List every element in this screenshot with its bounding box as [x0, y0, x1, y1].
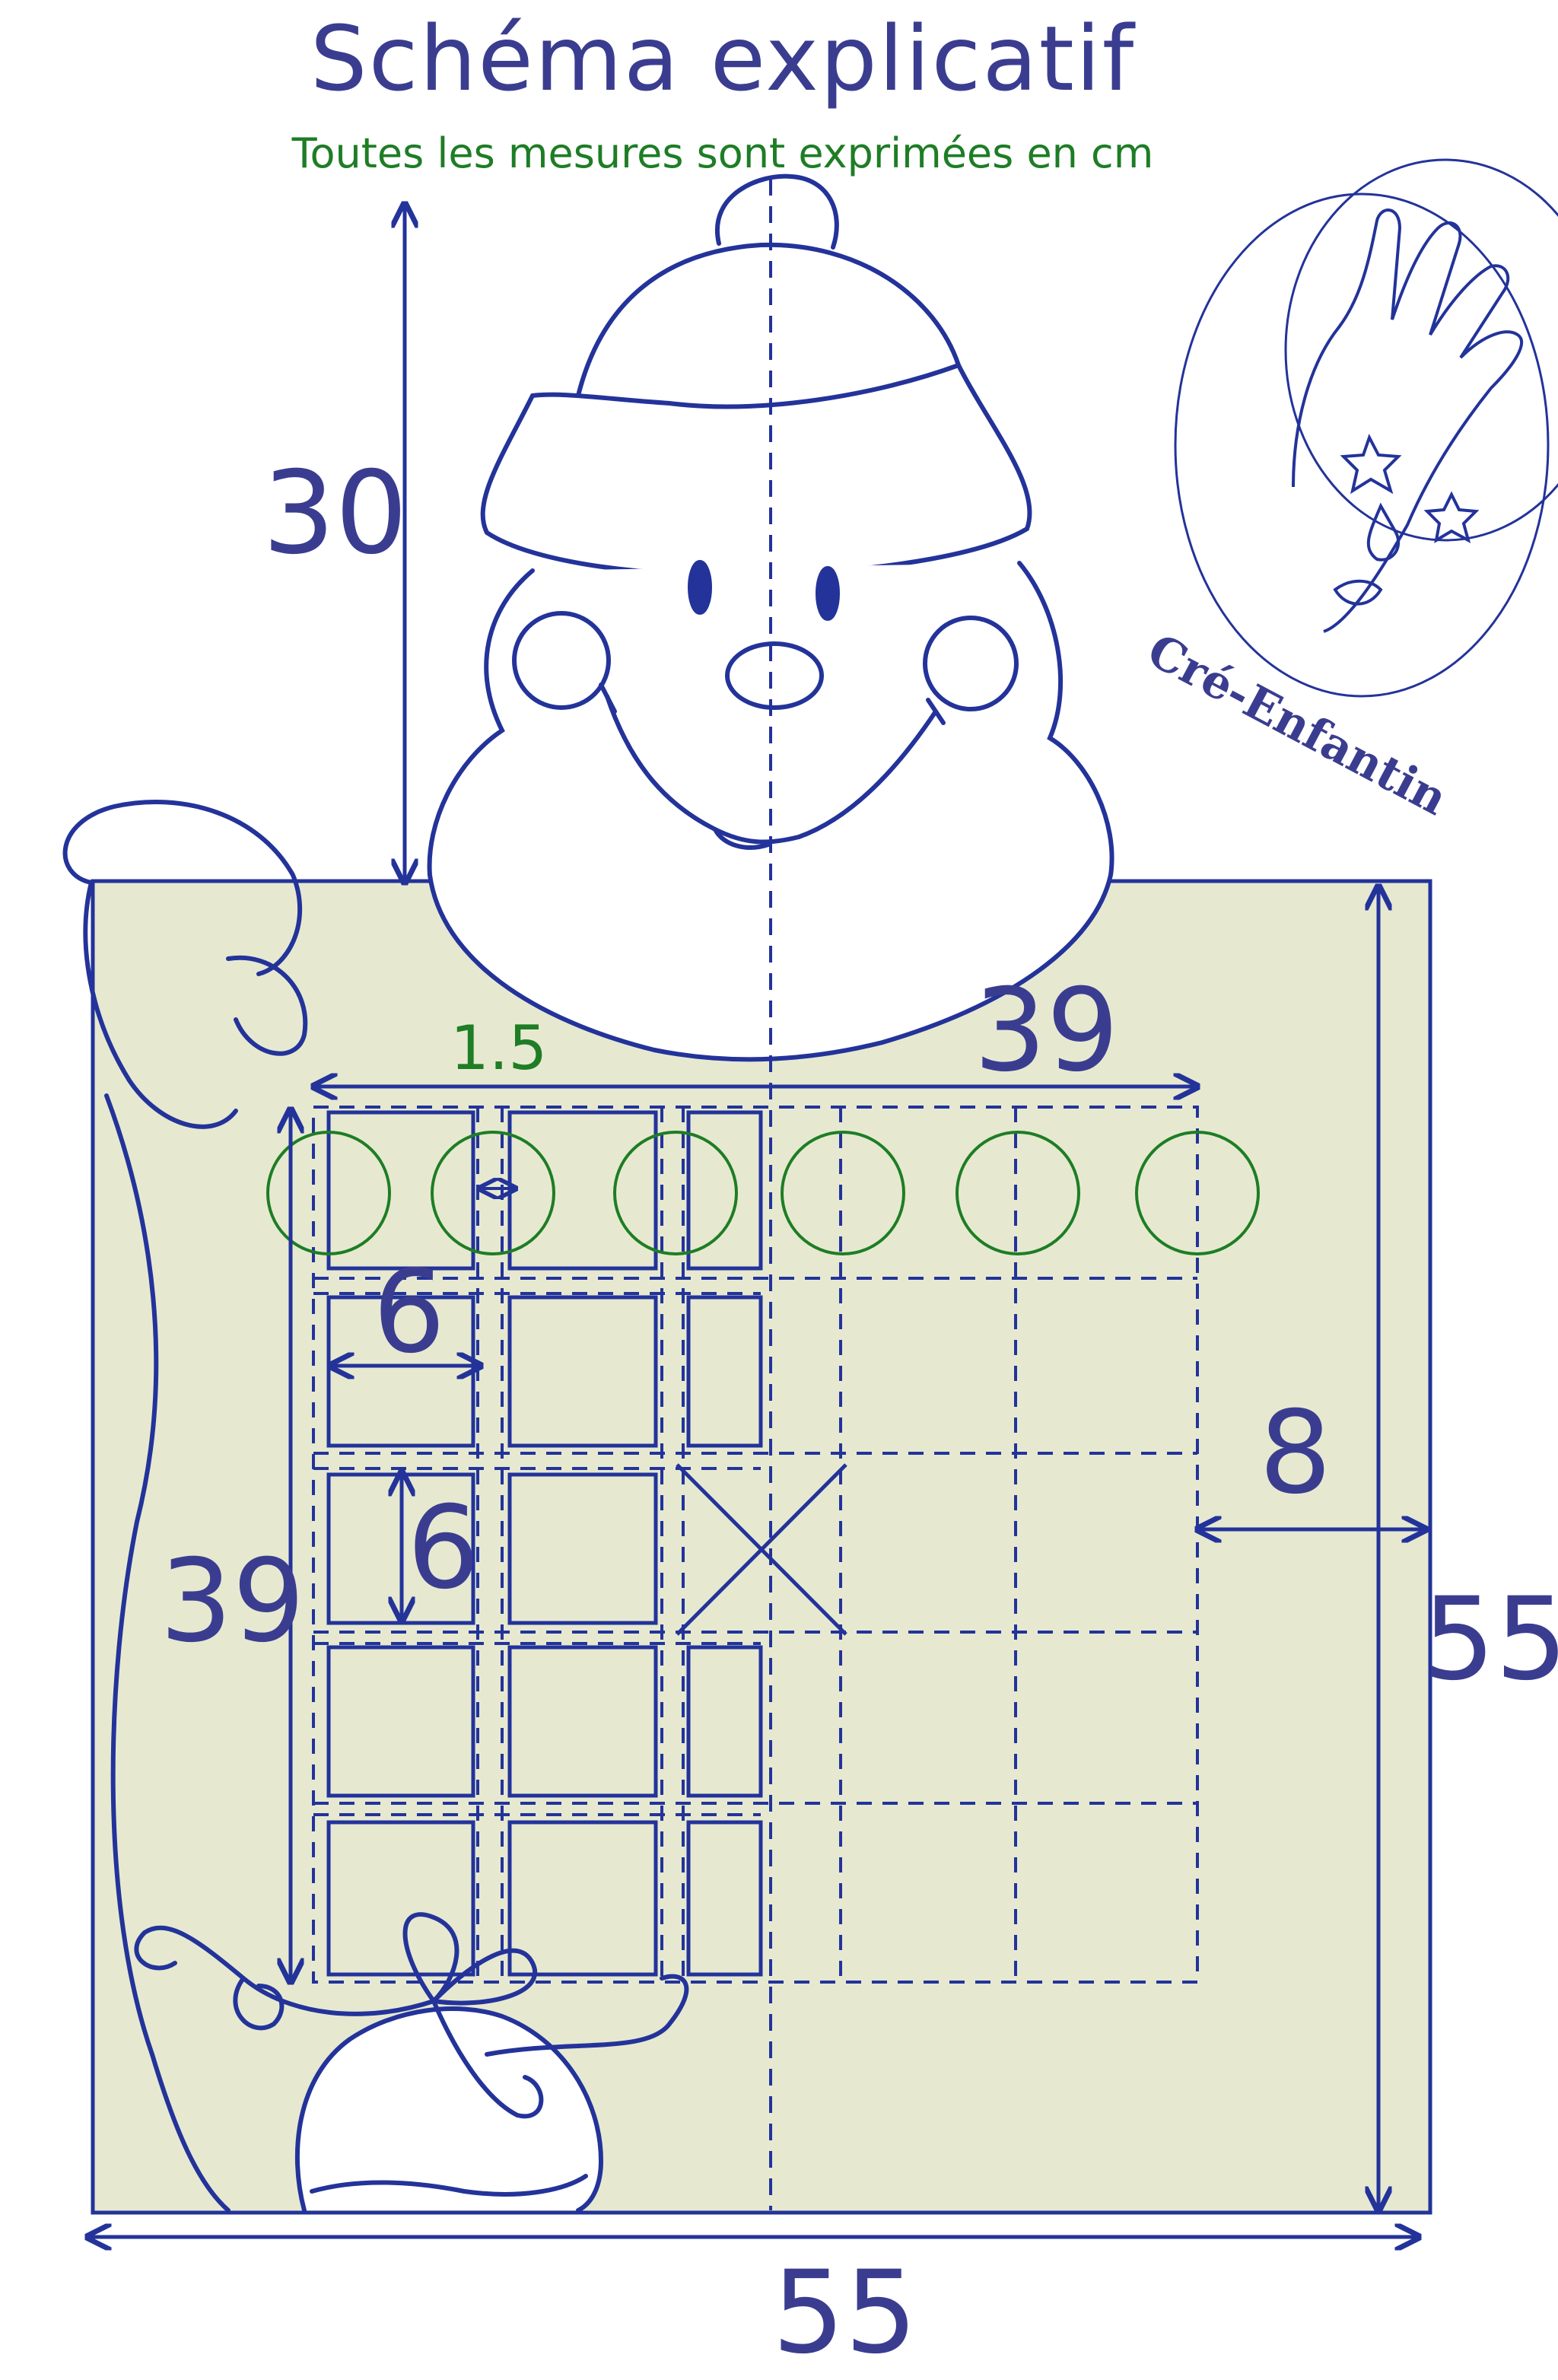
mitten-decoration — [62, 800, 308, 2213]
left-eye — [688, 560, 712, 615]
label-spacing: 1.5 — [450, 1013, 548, 1083]
right-cheek — [923, 616, 1019, 711]
hat-band — [480, 362, 1032, 578]
star-icon — [1423, 491, 1480, 544]
label-right-margin: 8 — [1259, 1387, 1332, 1519]
label-grid-height: 39 — [160, 1535, 305, 1668]
dimension-arrows — [87, 204, 1426, 2237]
star-icon — [1340, 433, 1402, 495]
label-head-height: 30 — [262, 447, 408, 580]
lips-icon — [1333, 579, 1383, 606]
label-board-width: 55 — [772, 2247, 917, 2379]
green-circle — [431, 1131, 555, 1255]
logo-emblem — [1174, 158, 1558, 698]
label-grid-width: 39 — [974, 965, 1119, 1097]
label-cell-width: 6 — [373, 1246, 446, 1379]
drop-icon — [1366, 502, 1401, 562]
page-subtitle: Toutes les mesures sont exprimées en cm — [291, 129, 1154, 177]
right-eye — [816, 566, 840, 621]
green-circle — [266, 1131, 391, 1255]
gift-sack — [134, 1912, 689, 2213]
green-circle — [781, 1131, 905, 1255]
dashed-grid — [312, 1106, 1199, 1984]
hat-pompom — [715, 173, 839, 250]
left-cheek — [512, 611, 611, 710]
label-cell-height: 6 — [407, 1482, 480, 1615]
hat-dome — [576, 242, 961, 398]
smile — [605, 694, 938, 845]
label-board-height: 55 — [1423, 1573, 1558, 1706]
page-title: Schéma explicatif — [310, 6, 1136, 111]
nose — [725, 641, 824, 710]
green-circle — [1135, 1131, 1260, 1255]
green-circle — [613, 1131, 738, 1255]
green-circle — [955, 1131, 1080, 1255]
green-circles — [266, 1131, 1260, 1255]
